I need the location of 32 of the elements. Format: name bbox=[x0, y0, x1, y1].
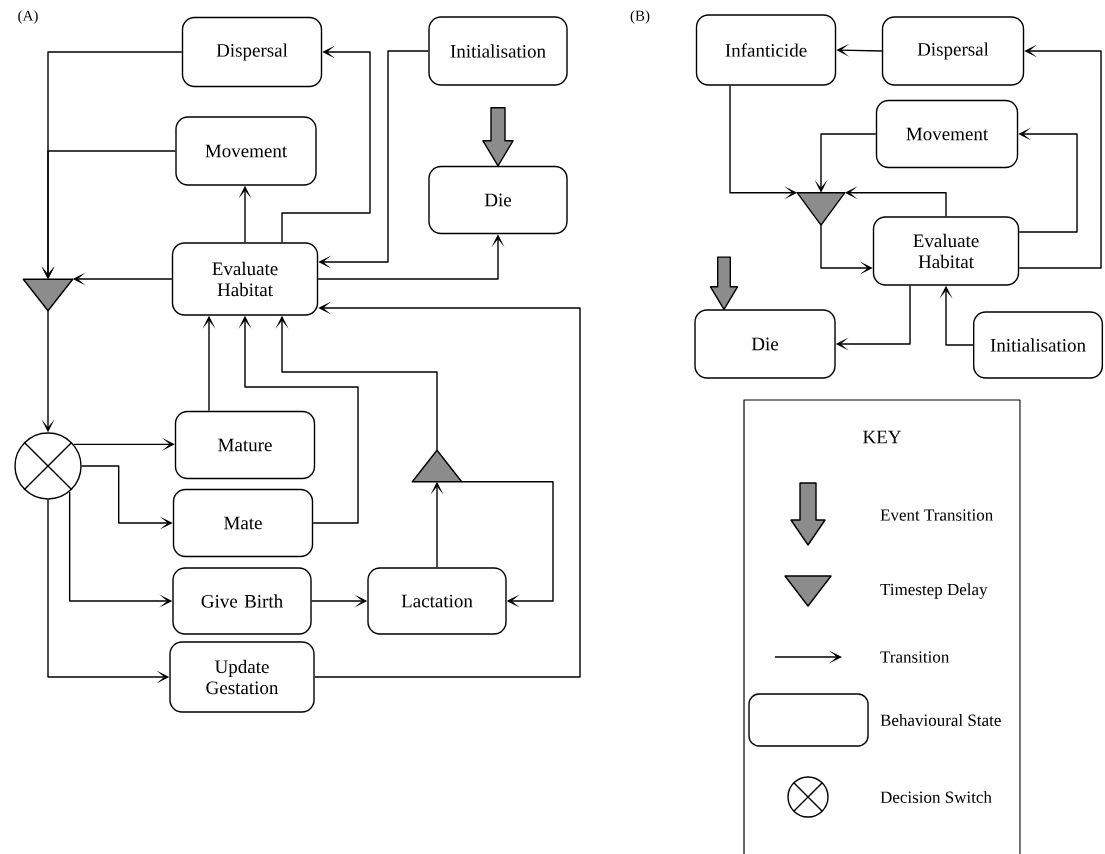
state-box: Evaluate Habitat bbox=[872, 216, 1020, 286]
legend-text: Behavioural State bbox=[880, 714, 1001, 726]
state-box: Initialisation bbox=[428, 16, 568, 86]
state-box: Movement bbox=[875, 99, 1019, 169]
state-box: Dispersal bbox=[181, 16, 323, 88]
arrow bbox=[318, 50, 429, 269]
state-box: Die bbox=[428, 165, 568, 235]
legend-text: Decision Switch bbox=[880, 791, 992, 803]
state-box: Lactation bbox=[367, 567, 507, 635]
state-box: Update Gestation bbox=[169, 641, 315, 713]
arrow bbox=[461, 481, 554, 608]
delay-triangle bbox=[796, 192, 846, 226]
switch-symbol bbox=[14, 432, 82, 500]
panel-label: (B) bbox=[630, 10, 650, 24]
state-box: Infanticide bbox=[695, 14, 837, 86]
event-arrow bbox=[709, 256, 739, 310]
key-title: KEY bbox=[863, 430, 902, 444]
panel-label: (A) bbox=[18, 10, 38, 24]
event-arrow bbox=[482, 107, 514, 167]
state-box: Initialisation bbox=[972, 311, 1104, 379]
legend-text: Event Transition bbox=[880, 509, 993, 521]
state-box: Mate bbox=[172, 488, 314, 558]
legend-text: Timestep Delay bbox=[880, 583, 988, 599]
state-box: Movement bbox=[175, 116, 317, 186]
state-box: Mature bbox=[174, 410, 316, 480]
legend-text: Transition bbox=[880, 651, 950, 663]
state-box: Die bbox=[694, 309, 836, 379]
delay-triangle bbox=[411, 449, 463, 483]
delay-triangle bbox=[22, 278, 74, 312]
state-box: Give Birth bbox=[172, 567, 312, 635]
state-box: Evaluate Habitat bbox=[171, 242, 319, 316]
state-box: Dispersal bbox=[881, 16, 1025, 86]
